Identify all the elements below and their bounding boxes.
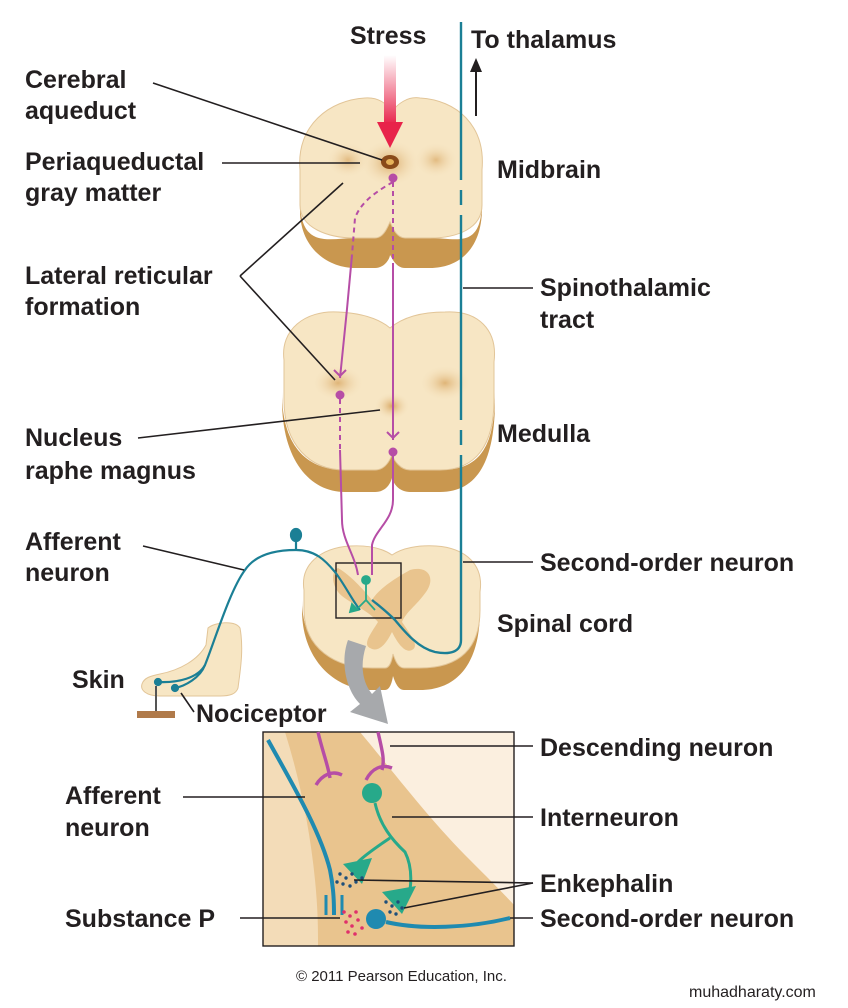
skin-label: Skin xyxy=(72,666,125,694)
to-thalamus-label: To thalamus xyxy=(471,26,616,54)
cord-interneuron xyxy=(348,575,376,614)
enkephalin-dots xyxy=(335,872,404,916)
copyright-text: © 2011 Pearson Education, Inc. xyxy=(296,968,507,985)
medulla-label: Medulla xyxy=(497,420,591,448)
stress-label: Stress xyxy=(350,22,426,50)
afferent-neuron-top-label-1: Afferent xyxy=(25,528,122,556)
zoom-box xyxy=(335,562,402,619)
second-order-top-label: Second-order neuron xyxy=(540,549,794,577)
interneuron-label: Interneuron xyxy=(540,804,679,832)
foot-illustration xyxy=(137,622,243,718)
midbrain-section xyxy=(299,97,483,268)
afferent-neuron-top-label-2: neuron xyxy=(25,559,110,587)
spinothalamic-label-1: Spinothalamic xyxy=(540,274,711,302)
inset-second-order-soma xyxy=(366,909,386,929)
midbrain-label: Midbrain xyxy=(497,156,601,184)
afferent-neuron-bottom-label-2: neuron xyxy=(65,814,150,842)
lateral-reticular-label-2: formation xyxy=(25,293,140,321)
lateral-reticular-label-1: Lateral reticular xyxy=(25,262,213,290)
periaqueductal-label-2: gray matter xyxy=(25,179,161,207)
nociceptor-label: Nociceptor xyxy=(196,700,327,728)
periaqueductal-label-1: Periaqueductal xyxy=(25,148,204,176)
inset-detail xyxy=(262,731,515,947)
nucleus-raphe-label-2: raphe magnus xyxy=(25,457,196,485)
afferent-pathway xyxy=(153,527,361,693)
enkephalin-label: Enkephalin xyxy=(540,870,673,898)
cerebral-aqueduct-label-2: aqueduct xyxy=(25,97,137,125)
spinothalamic-tract-path xyxy=(371,22,463,655)
thalamus-arrow xyxy=(470,58,482,116)
substance-p-label: Substance P xyxy=(65,905,215,933)
medulla-section xyxy=(282,311,495,492)
spinothalamic-label-2: tract xyxy=(540,306,595,334)
descending-neuron-label: Descending neuron xyxy=(540,734,773,762)
inset-interneuron xyxy=(343,783,416,914)
inset-second-order-axon xyxy=(385,916,511,929)
substance-p-dots xyxy=(342,910,364,936)
afferent-neuron-bottom-label-1: Afferent xyxy=(65,782,162,810)
watermark-text: muhadharaty.com xyxy=(689,984,816,1001)
inset-descending-neurons xyxy=(314,731,393,786)
spinal-cord-label: Spinal cord xyxy=(497,610,633,638)
stress-arrow xyxy=(377,55,403,148)
leader-lines xyxy=(137,82,534,919)
nucleus-raphe-label-1: Nucleus xyxy=(25,424,122,452)
cerebral-aqueduct-label-1: Cerebral xyxy=(25,66,126,94)
second-order-bottom-label: Second-order neuron xyxy=(540,905,794,933)
zoom-arrow xyxy=(344,640,388,724)
inset-afferent-neuron xyxy=(266,739,336,916)
descending-pathway xyxy=(333,173,400,576)
stimulus-base xyxy=(137,711,175,718)
